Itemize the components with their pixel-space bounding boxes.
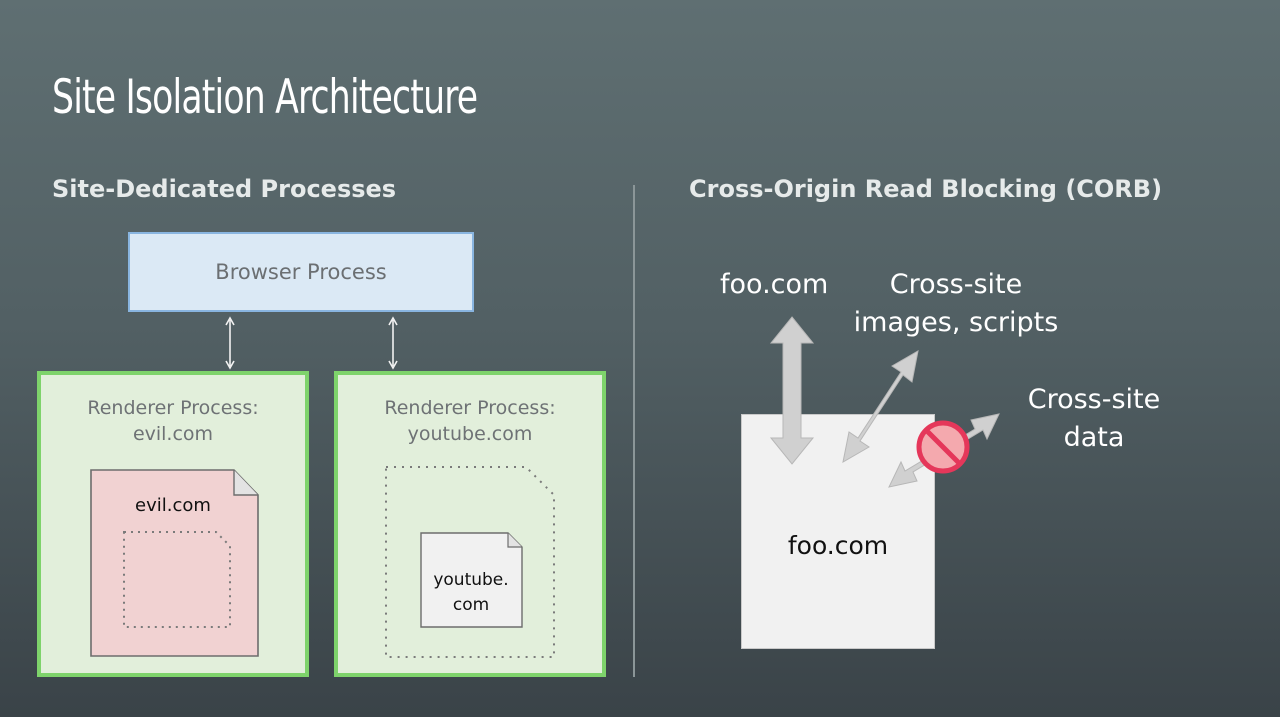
cross-site-images-label: Cross-site images, scripts: [846, 266, 1066, 342]
cross-site-data-line2: data: [1063, 422, 1125, 453]
left-section-heading: Site-Dedicated Processes: [52, 175, 397, 203]
slide-title: Site Isolation Architecture: [52, 70, 478, 125]
foo-origin-label: foo.com: [720, 269, 829, 300]
cross-site-data-label: Cross-site data: [1016, 381, 1172, 457]
right-section-heading: Cross-Origin Read Blocking (CORB): [689, 175, 1163, 203]
cross-site-images-line2: images, scripts: [853, 307, 1059, 338]
cross-site-images-line1: Cross-site: [889, 269, 1023, 300]
renderer-label-line2: evil.com: [132, 423, 214, 445]
renderer-label-line1: Renderer Process:: [384, 397, 556, 419]
renderer-process-evil: Renderer Process: evil.com: [37, 371, 309, 677]
renderer-process-youtube: Renderer Process: youtube.com: [334, 371, 606, 677]
renderer-label-line2: youtube.com: [407, 423, 533, 445]
renderer-label: Renderer Process: evil.com: [41, 395, 305, 447]
renderer-label-line1: Renderer Process:: [87, 397, 259, 419]
double-arrow-icon: [388, 316, 398, 370]
cross-site-data-line1: Cross-site: [1027, 384, 1161, 415]
foo-document-label: foo.com: [787, 531, 889, 560]
browser-process-box: Browser Process: [128, 232, 474, 312]
renderer-label: Renderer Process: youtube.com: [338, 395, 602, 447]
double-arrow-icon: [225, 316, 235, 370]
section-divider: [633, 185, 635, 677]
browser-process-label: Browser Process: [215, 260, 387, 284]
foo-document-box: foo.com: [741, 414, 935, 649]
